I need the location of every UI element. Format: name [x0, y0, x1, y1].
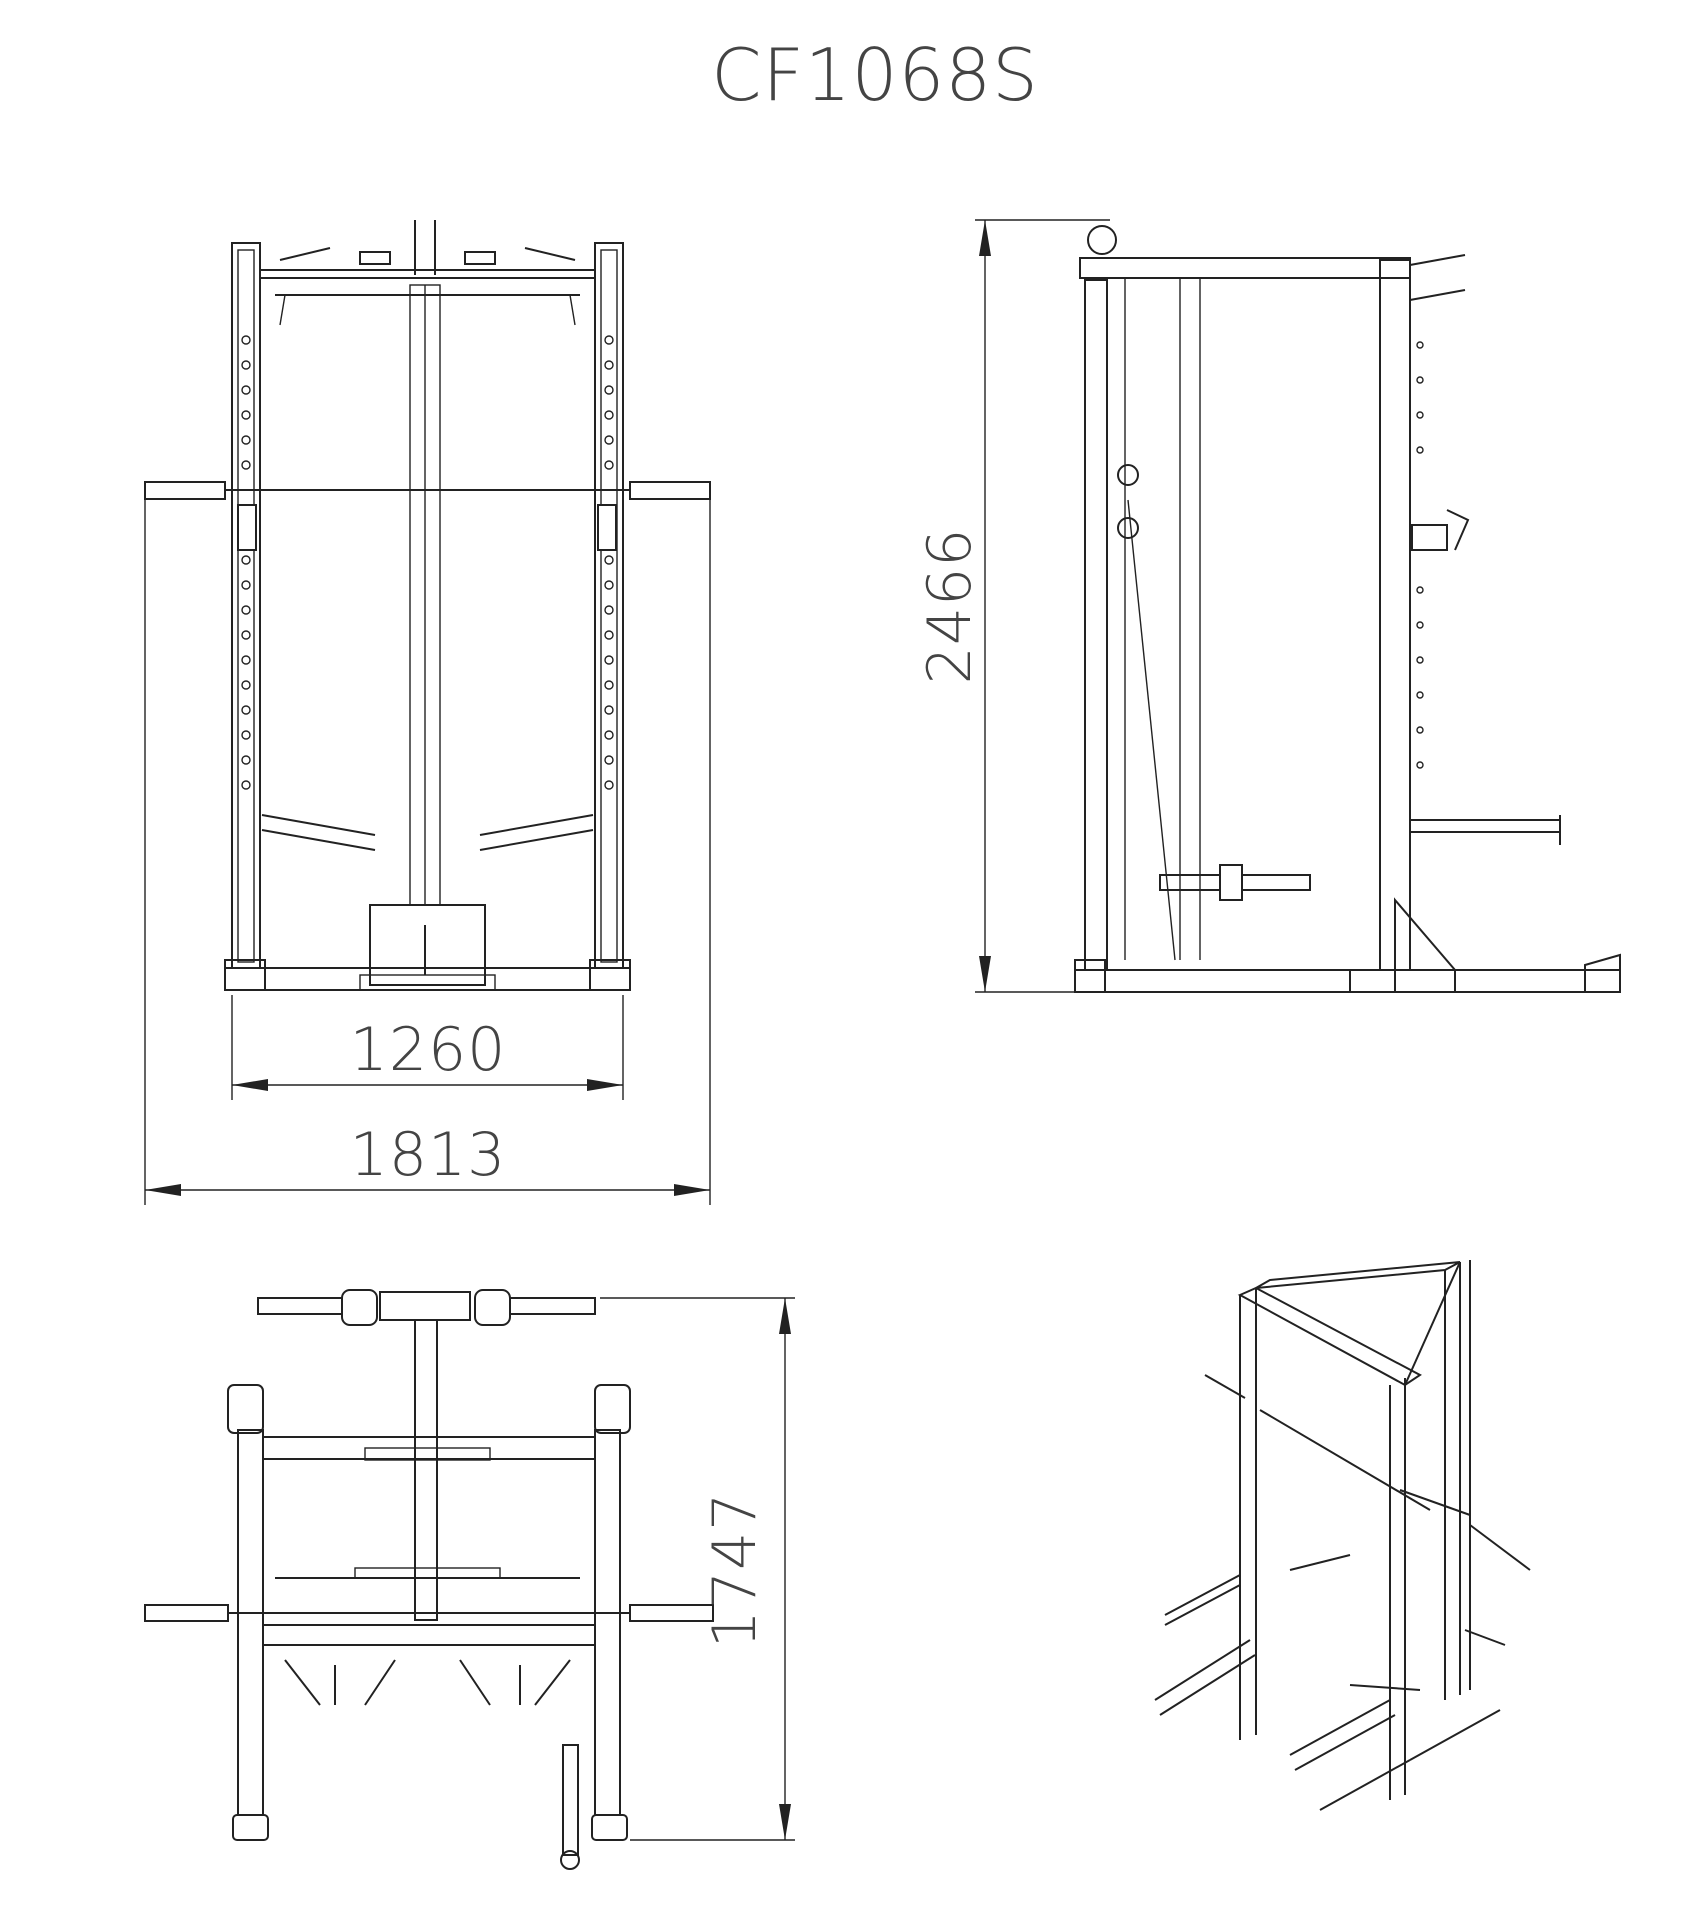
side-dimension-height	[975, 219, 1110, 993]
dimension-inner-width: 1260	[350, 1015, 507, 1085]
dimension-depth: 1747	[700, 1492, 770, 1649]
front-dimension-inner	[231, 995, 624, 1100]
side-view	[1074, 225, 1621, 993]
top-view	[144, 1289, 714, 1870]
isometric-view	[1154, 1260, 1531, 1811]
front-dimension-overall	[144, 500, 711, 1205]
dimension-overall-width: 1813	[350, 1120, 507, 1190]
front-view	[144, 220, 711, 991]
dimension-height: 2466	[915, 528, 985, 685]
upright-holes	[241, 335, 614, 790]
drawing-title: CF1068S	[711, 33, 1039, 117]
top-dimension-depth	[600, 1297, 795, 1841]
